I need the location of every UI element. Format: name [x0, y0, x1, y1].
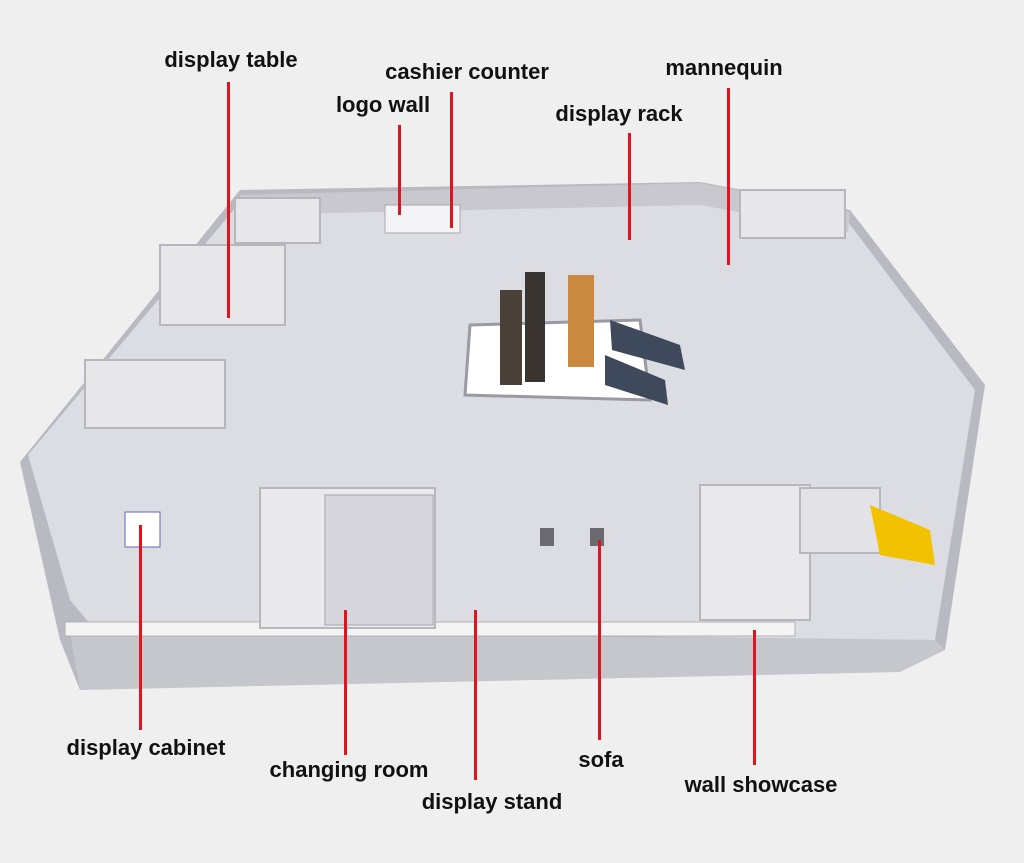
label-mannequin: mannequin	[665, 55, 783, 80]
label-display-cabinet: display cabinet	[66, 735, 226, 760]
label-display-stand: display stand	[421, 789, 563, 814]
changing-room-inner	[324, 494, 434, 626]
banner	[500, 290, 522, 385]
leader-line-sofa	[598, 540, 601, 740]
label-display-rack: display rack	[555, 101, 683, 126]
escalator	[610, 320, 685, 370]
label-cashier-counter: cashier counter	[385, 59, 549, 84]
cashier-counter-block	[384, 204, 461, 234]
right-room	[799, 487, 881, 554]
exit-marking	[870, 505, 935, 565]
sofa-mark	[540, 528, 554, 546]
label-display-table: display table	[164, 47, 298, 72]
leader-line-display-table	[227, 82, 230, 318]
leader-line-display-stand	[474, 610, 477, 780]
left-room	[159, 244, 286, 326]
banner	[568, 275, 594, 367]
leader-line-logo-wall	[398, 125, 401, 215]
escalator	[605, 355, 668, 405]
leader-line-wall-showcase	[753, 630, 756, 765]
label-wall-showcase: wall showcase	[684, 772, 838, 797]
back-wall	[240, 183, 850, 232]
front-walkway	[70, 632, 945, 690]
label-sofa: sofa	[578, 747, 624, 772]
left-room	[84, 359, 226, 429]
leader-line-changing-room	[344, 610, 347, 755]
banner	[525, 272, 545, 382]
leader-line-display-rack	[628, 133, 631, 240]
leader-line-mannequin	[727, 88, 730, 265]
top-right-room	[739, 189, 846, 239]
leader-line-display-cabinet	[139, 525, 142, 730]
display-cabinet-mark	[124, 511, 161, 548]
leader-line-cashier-counter	[450, 92, 453, 228]
sofa-mark	[590, 528, 604, 546]
wall-showcase-block	[699, 484, 811, 621]
top-left-room	[234, 197, 321, 244]
label-logo-wall: logo wall	[335, 92, 431, 117]
label-changing-room: changing room	[269, 757, 429, 782]
